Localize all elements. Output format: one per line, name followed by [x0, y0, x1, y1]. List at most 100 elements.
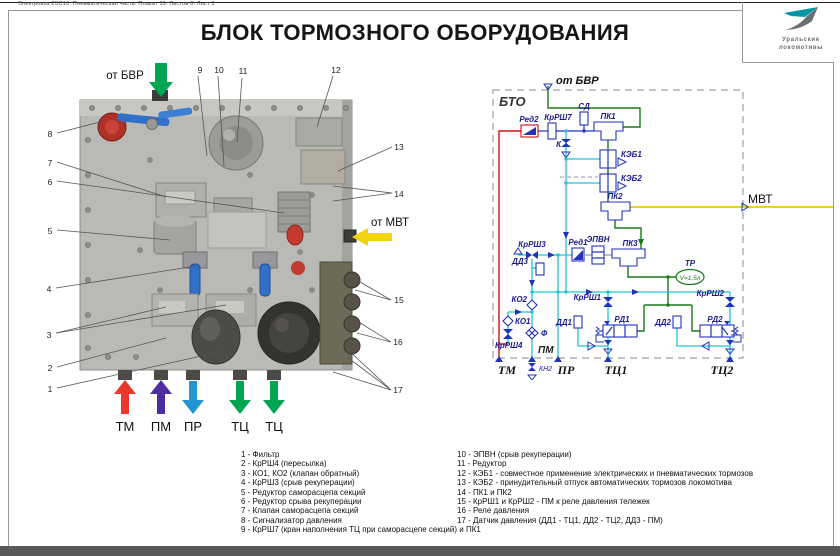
pk1-label: ПК1 — [600, 112, 616, 121]
callout-15: 15 — [394, 295, 404, 305]
schem-tc2-label: ТЦ2 — [711, 363, 734, 377]
epvn-label: ЭПВН — [586, 235, 609, 244]
callout-1: 1 — [48, 384, 53, 394]
sd-pressure-signal-symbol — [579, 111, 589, 126]
legend-item: 4 - КрРШ3 (срыв рекуперации) — [241, 478, 355, 488]
port-markers — [495, 83, 749, 362]
component-labels: Ред2 КрРШ7 К СД ПК1 КЭБ1 КЭБ2 ПК2 КрРШ3 … — [495, 102, 725, 373]
rd1-relay-symbol — [595, 321, 638, 343]
krrsh3-symbol — [513, 247, 538, 259]
legend-column-right: 10 - ЭПВН (срыв рекуперации) 11 - Редукт… — [457, 450, 767, 525]
pneumatic-schematic: БТО от БВР МВТ Ред2 КрРШ7 К СД ПК1 КЭБ1 … — [492, 75, 833, 380]
krrsh7-label: КрРШ7 — [544, 113, 572, 122]
callout-4: 4 — [47, 284, 52, 294]
tc1-port-arrow-icon — [229, 381, 251, 414]
callout-16: 16 — [393, 337, 403, 347]
callout-10: 10 — [214, 65, 224, 75]
from-mvt-label: от МВТ — [371, 217, 409, 229]
header-rule — [8, 10, 742, 11]
red-knob — [286, 224, 304, 246]
bvr-inlet-arrow-icon — [149, 63, 173, 97]
epvn-symbol — [591, 245, 605, 265]
tm-port-label: ТМ — [116, 419, 135, 434]
red1-label: Ред1 — [568, 238, 588, 247]
ko2-check-valve-symbol — [526, 299, 538, 311]
f-label: Ф — [541, 329, 548, 338]
rd2-label: РД2 — [707, 315, 723, 324]
legend-item: 6 - Редуктор срыва рекуперации — [241, 497, 362, 507]
pk2-symbol — [600, 201, 631, 221]
callout-7: 7 — [48, 158, 53, 168]
legend-item: 14 - ПК1 и ПК2 — [457, 487, 512, 497]
pr-port-arrow-icon — [182, 381, 204, 414]
red2-label: Ред2 — [519, 115, 539, 124]
keb2-label: КЭБ2 — [621, 174, 642, 183]
reducer-red2-symbol — [520, 124, 539, 138]
k-valve-symbol — [561, 139, 571, 159]
document-header: Электровоз 2ЭС10. Пневматическая часть. … — [18, 1, 215, 7]
schem-pr-label: ПР — [557, 363, 575, 377]
company-logo: Уральские локомотивы — [779, 7, 823, 51]
tc2-port-label: ТЦ — [265, 419, 283, 434]
ball-valve-1 — [182, 251, 208, 297]
schematic-port-labels: ТМ ПР ТЦ1 ТЦ2 — [498, 363, 733, 377]
dd3-sensor-symbol — [535, 262, 545, 276]
ko1-label: КО1 — [515, 317, 531, 326]
frame-left — [8, 10, 9, 546]
large-dome-cover — [208, 115, 264, 171]
pipe-manifold — [319, 261, 361, 365]
k-label: К — [556, 140, 562, 149]
rd1-label: РД1 — [614, 315, 630, 324]
logo-line2: локомотивы — [779, 45, 823, 51]
callout-6: 6 — [48, 177, 53, 187]
pm-port-label: ПМ — [151, 419, 171, 434]
dd1-sensor-symbol — [573, 315, 583, 329]
pk3-label: ПК3 — [622, 239, 638, 248]
callout-5: 5 — [48, 226, 53, 236]
pm-line-label: ПМ — [538, 345, 554, 356]
callout-8: 8 — [48, 129, 53, 139]
schematic-from-bvr-label: от БВР — [556, 75, 599, 87]
legend-item: 5 - Редуктор саморасцепа секций — [241, 487, 366, 497]
kn2-drain-valve-symbol — [526, 363, 538, 380]
page-title: БЛОК ТОРМОЗНОГО ОБОРУДОВАНИЯ — [200, 20, 630, 45]
tm-supply-line — [498, 130, 521, 358]
sd-label: СД — [578, 102, 590, 111]
callout-17: 17 — [393, 385, 403, 395]
relay-dome-2 — [257, 301, 321, 365]
callout-2: 2 — [48, 363, 53, 373]
ko1-check-valve-symbol — [502, 315, 514, 327]
legend-item: 17 - Датчик давления (ДД1 - ТЦ1, ДД2 - Т… — [457, 515, 663, 525]
tm-port-arrow-icon — [114, 380, 136, 414]
logo-swoosh-icon — [786, 7, 818, 30]
reducer-cylinder — [153, 215, 197, 255]
callout-lines — [55, 75, 393, 391]
legend-item: 10 - ЭПВН (срыв рекуперации) — [457, 450, 572, 459]
logo-box-left — [742, 2, 743, 62]
legend-column-left: 1 - Фильтр 2 - КрРШ4 (пересылка) 3 - КО1… — [241, 450, 481, 535]
ko2-label: КО2 — [512, 295, 528, 304]
krrsh2-symbol — [725, 297, 735, 307]
signal-block — [155, 182, 207, 218]
krrsh3-label: КрРШ3 — [518, 240, 546, 249]
legend-item: 15 - КрРШ1 и КрРШ2 - ПМ к реле давления … — [457, 497, 650, 507]
pk3-symbol — [611, 248, 646, 267]
dd3-label: ДД3 — [511, 257, 529, 266]
legend-item: 3 - КО1, КО2 (клапан обратный) — [241, 468, 360, 478]
tr-label: ТР — [685, 259, 696, 268]
frame-right — [833, 62, 834, 546]
krrsh4-symbol — [503, 329, 513, 339]
keb1-symbol — [599, 149, 628, 169]
legend-item: 8 - Сигнализатор давления — [241, 515, 342, 525]
bottom-fittings — [118, 370, 281, 380]
bto-boundary — [492, 89, 744, 359]
from-bvr-label: от БВР — [106, 70, 144, 82]
keb1-label: КЭБ1 — [621, 150, 642, 159]
callout-12: 12 — [331, 65, 341, 75]
top-right-block — [295, 117, 343, 147]
equipment-photo: 1 2 3 4 5 6 7 8 9 10 11 12 13 14 15 16 1… — [47, 63, 409, 434]
tr-volume-label: V=1,5л — [680, 275, 701, 282]
keb2-symbol — [599, 173, 628, 193]
callout-numbers: 1 2 3 4 5 6 7 8 9 10 11 12 13 14 15 16 1… — [47, 65, 404, 395]
callout-11: 11 — [239, 66, 248, 76]
